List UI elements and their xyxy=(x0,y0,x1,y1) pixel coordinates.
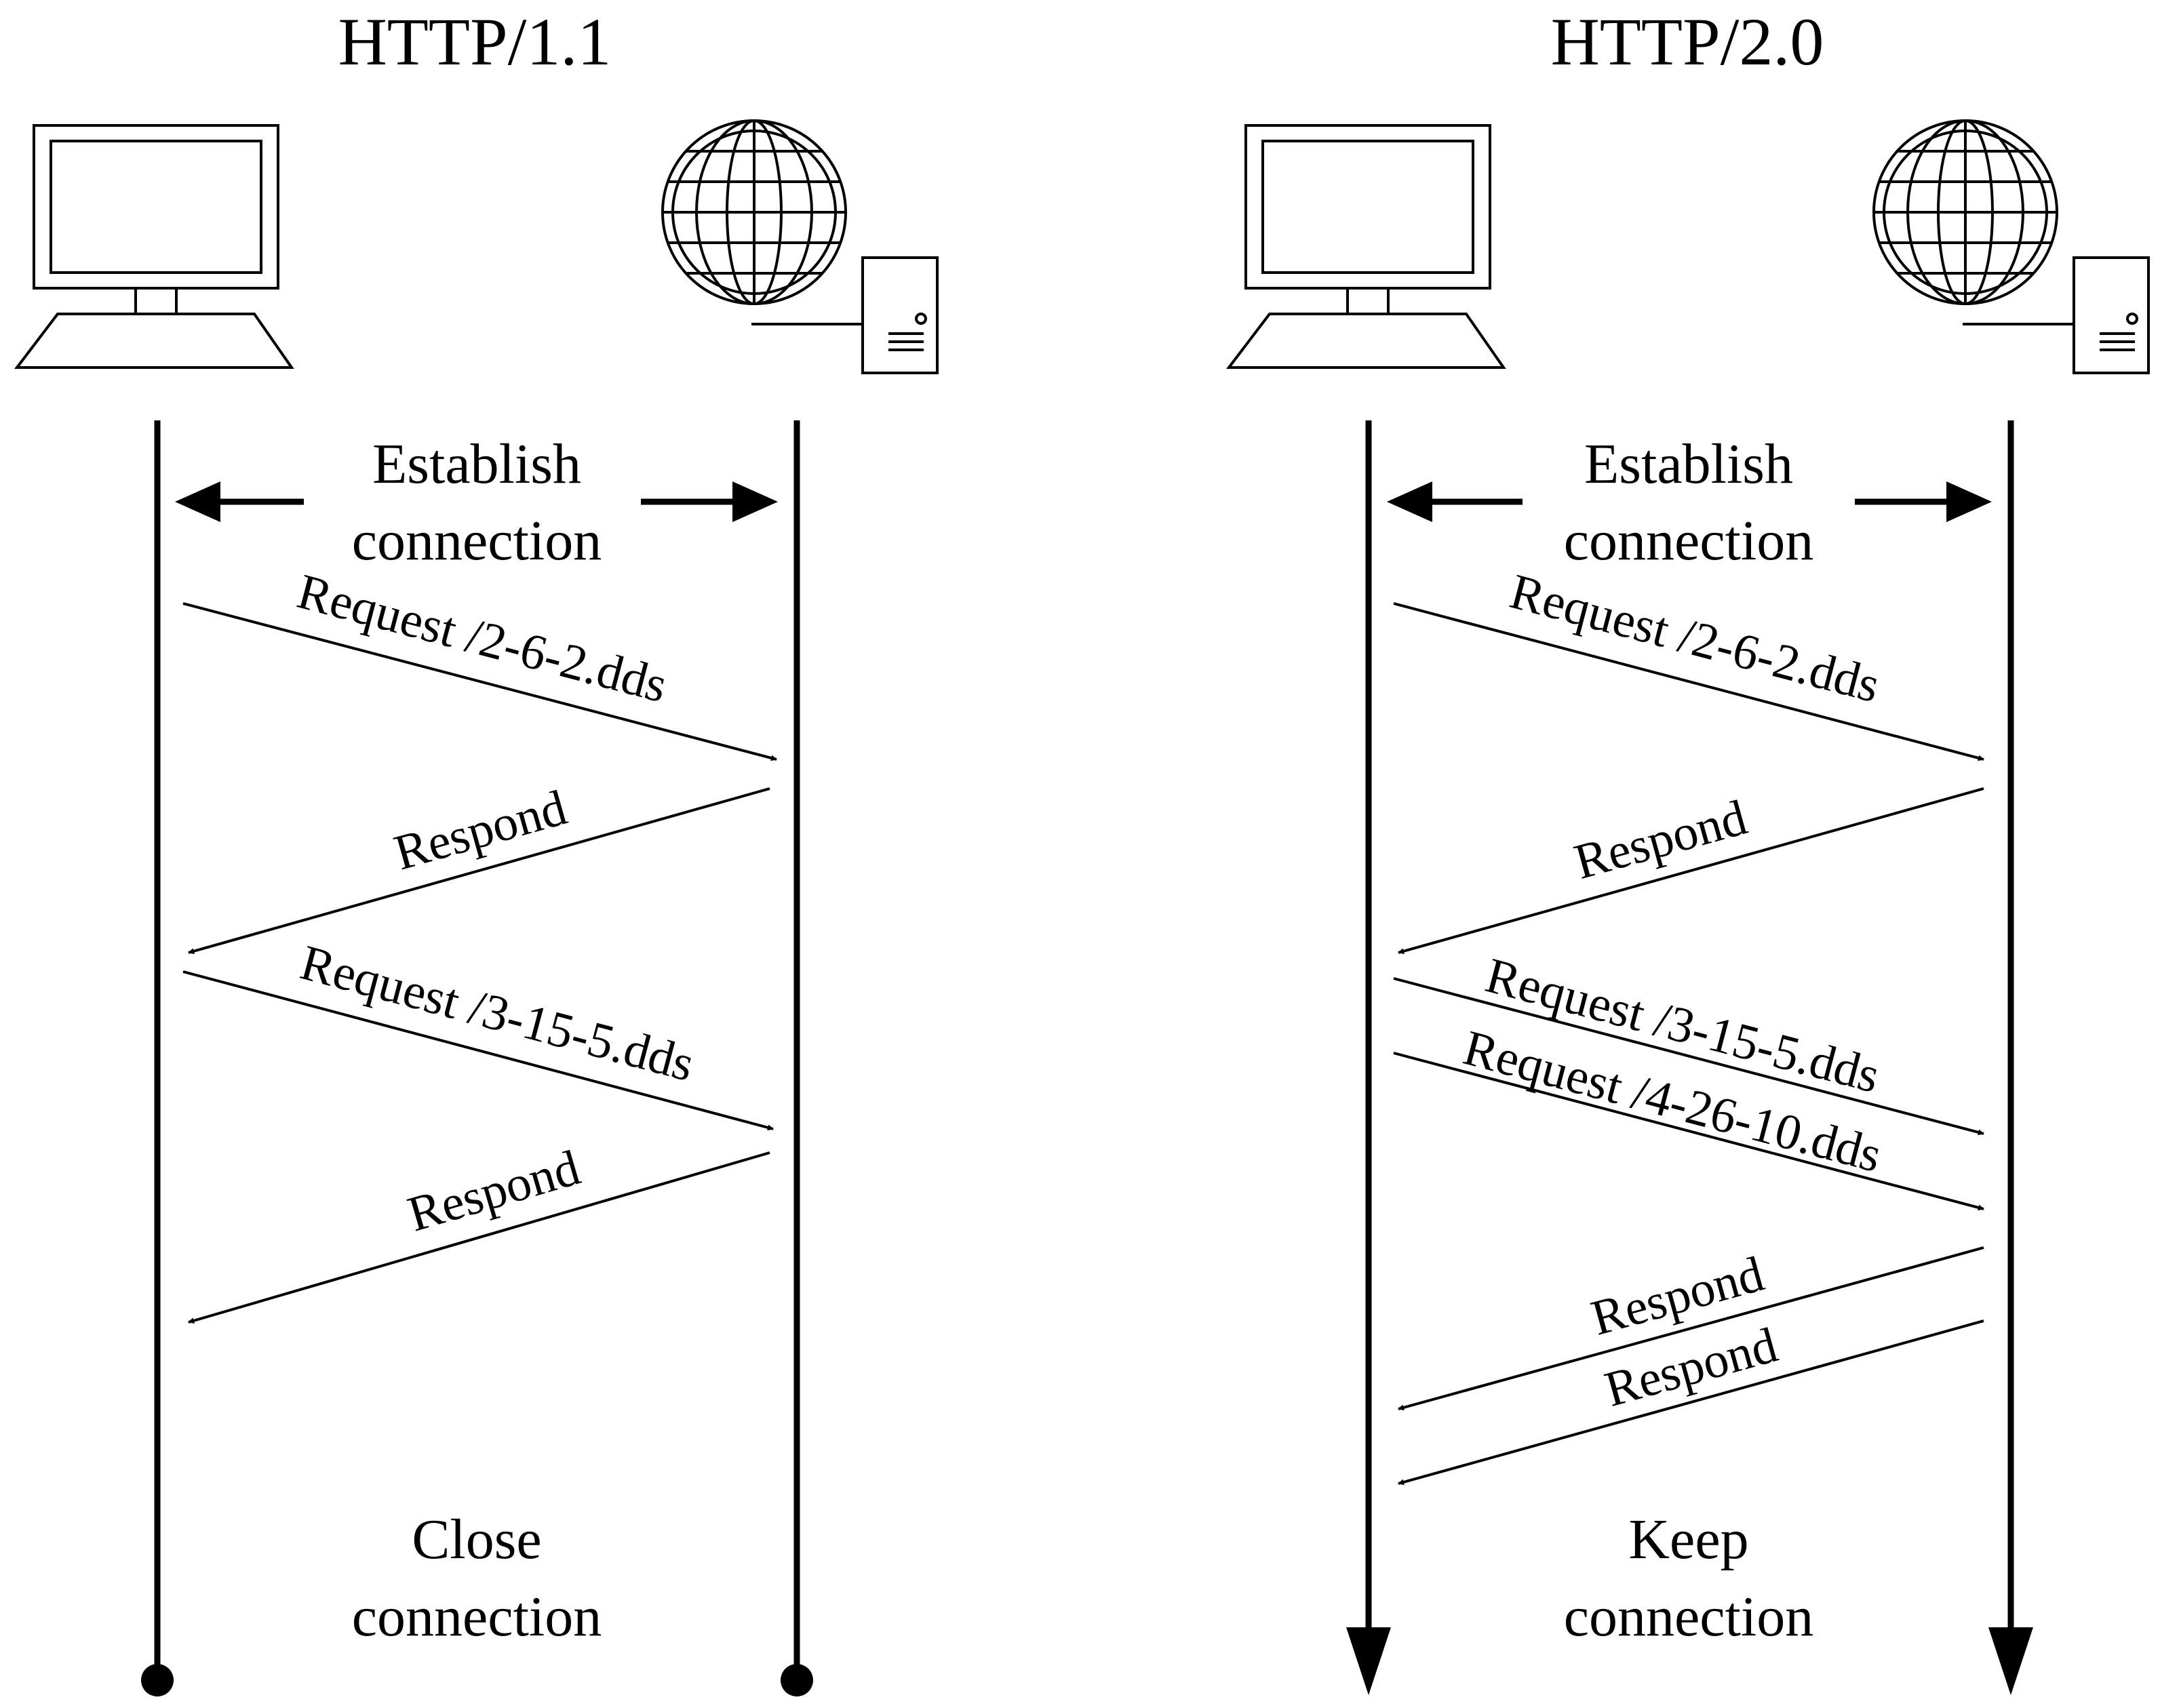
client-end-arrow xyxy=(1346,1627,1391,1695)
message-arrow xyxy=(1398,1246,1984,1411)
establish-label-line1: Establish xyxy=(372,433,581,496)
message-label: Request /2-6-2.dds xyxy=(1504,563,1885,713)
establish-arrow-left xyxy=(1387,481,1523,522)
establish-label-line2: connection xyxy=(1564,509,1814,572)
message-arrow xyxy=(1398,787,1984,955)
message-arrow xyxy=(1393,1052,1984,1211)
panel-http11: HTTP/1.1 xyxy=(14,4,939,1696)
server-end-arrow xyxy=(1988,1627,2033,1695)
message-arrow xyxy=(188,1151,770,1324)
message-arrow xyxy=(182,602,777,761)
end-label-line2: connection xyxy=(1564,1585,1814,1648)
establish-label-line1: Establish xyxy=(1584,433,1793,496)
establish-arrow-right xyxy=(641,481,778,522)
message-arrow xyxy=(1398,1319,1984,1486)
message-arrow xyxy=(188,787,770,955)
panel-title: HTTP/2.0 xyxy=(1551,4,1824,79)
server-icon xyxy=(1963,256,2150,374)
server-icon xyxy=(751,256,939,374)
panel-title: HTTP/1.1 xyxy=(338,4,612,79)
message-arrow xyxy=(1393,602,1984,761)
establish-arrow-left xyxy=(175,481,304,522)
end-label-line2: connection xyxy=(352,1585,602,1648)
client-end-dot xyxy=(141,1664,174,1696)
message-arrow xyxy=(1393,977,1984,1136)
end-label-line1: Keep xyxy=(1628,1508,1748,1571)
globe-icon xyxy=(661,119,847,305)
globe-icon xyxy=(1872,119,2058,305)
message-label: Request /2-6-2.dds xyxy=(292,563,673,713)
computer-icon xyxy=(1225,124,1506,369)
establish-label-line2: connection xyxy=(352,509,602,572)
panel-http20: HTTP/2.0 xyxy=(1225,4,2150,1695)
message-label: Respond xyxy=(401,1140,586,1242)
establish-arrow-right xyxy=(1855,481,1992,522)
message-label: Respond xyxy=(389,780,573,881)
message-arrow xyxy=(182,970,774,1131)
message-label: Request /3-15-5.dds xyxy=(295,935,700,1093)
computer-icon xyxy=(14,124,294,369)
end-label-line1: Close xyxy=(412,1508,541,1571)
server-end-dot xyxy=(781,1664,813,1696)
message-label: Respond xyxy=(1569,790,1752,890)
